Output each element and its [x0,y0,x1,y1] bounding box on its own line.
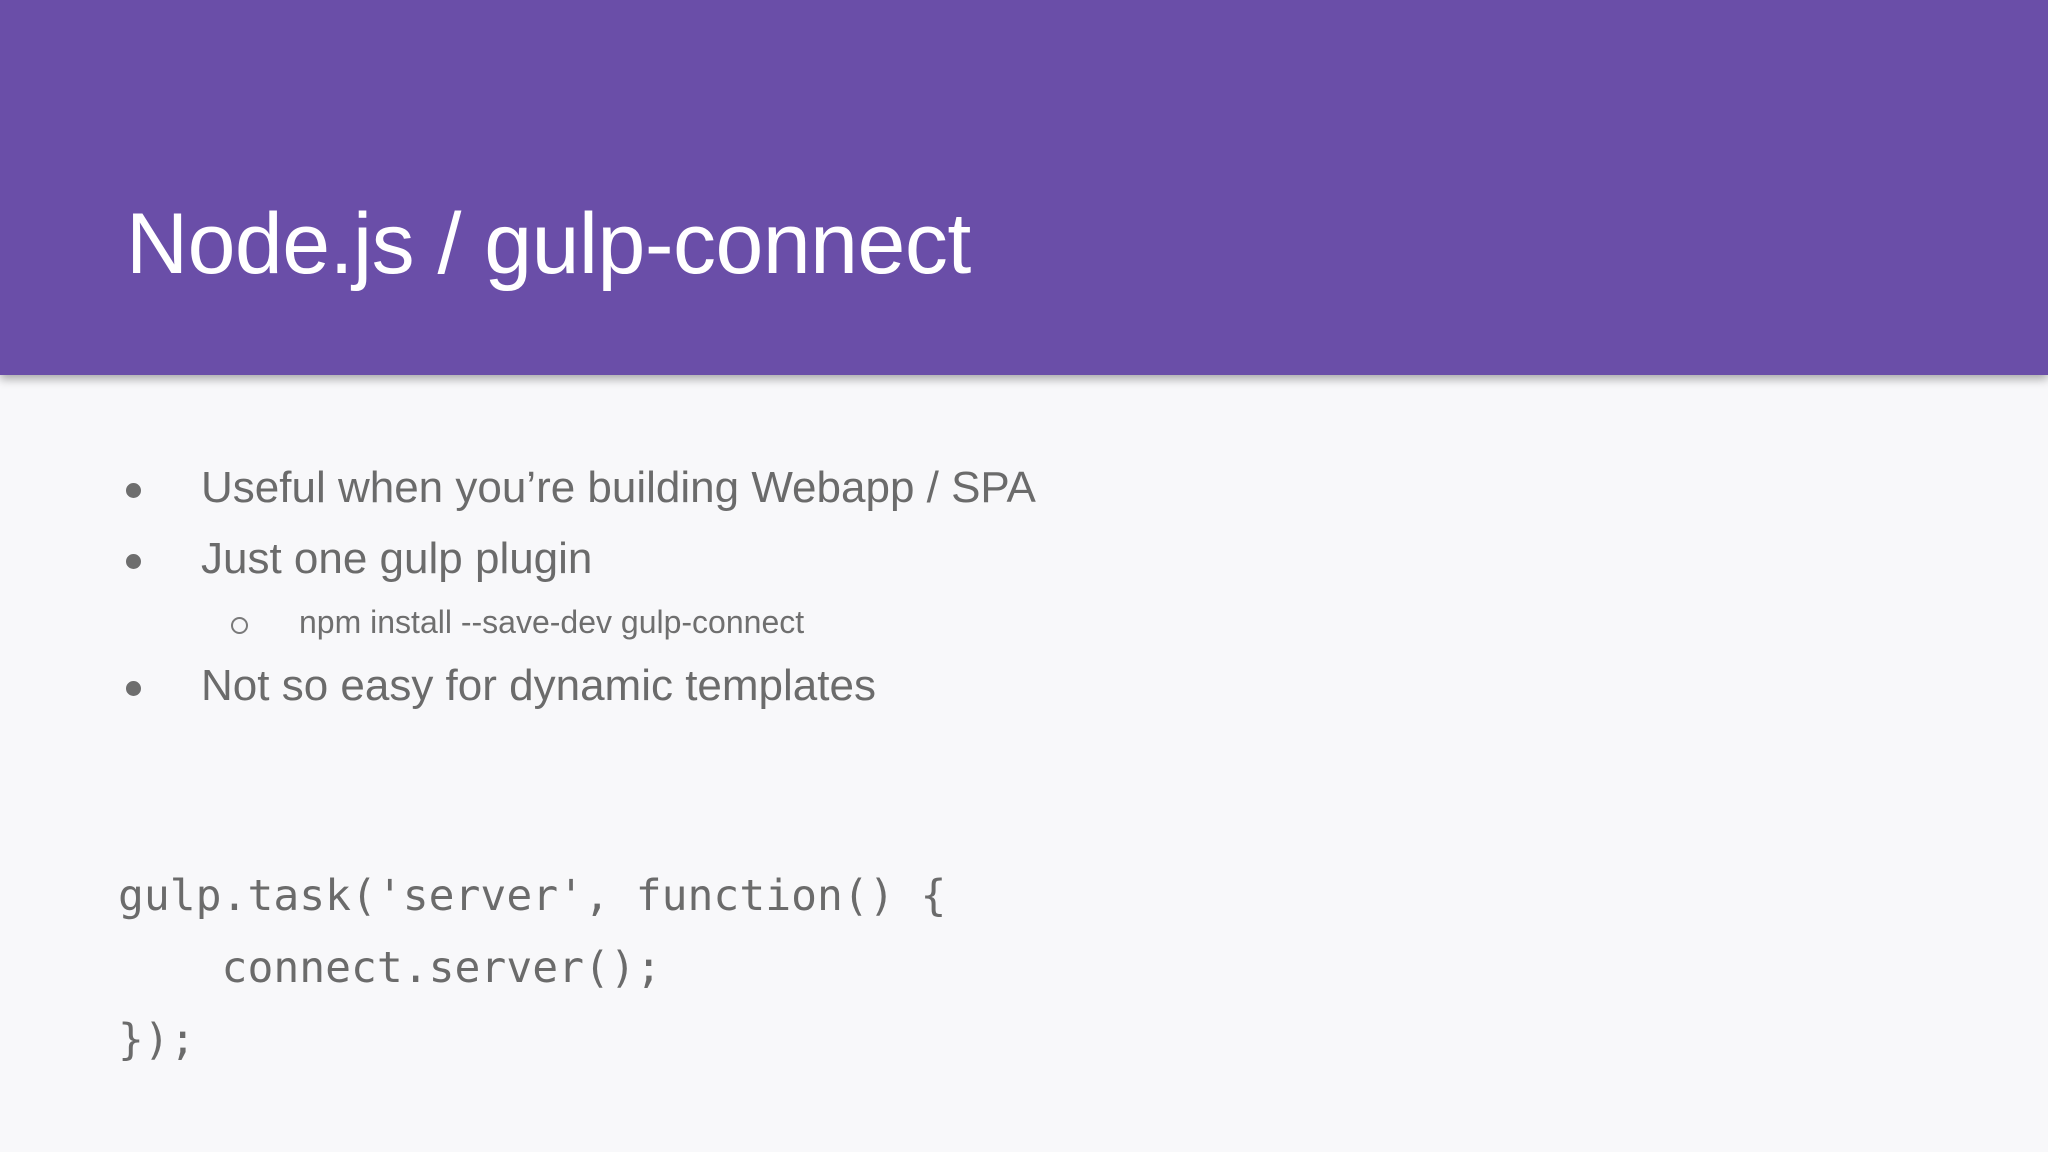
list-item: Useful when you’re building Webapp / SPA [126,458,1926,518]
list-item-sub: npm install --save-dev gulp-connect [126,600,1926,644]
code-line-2: connect.server(); [118,943,662,993]
list-item: Not so easy for dynamic templates [126,656,1926,716]
page-title: Node.js / gulp-connect [126,196,971,292]
slide-body: Useful when you’re building Webapp / SPA… [0,375,2048,1152]
bullet-disc-icon [126,664,201,708]
list-item-label: Useful when you’re building Webapp / SPA [201,463,1036,512]
list-item: Just one gulp plugin [126,529,1926,589]
bullet-circle-icon [231,609,299,639]
bullet-disc-icon [126,466,201,510]
code-line-1: gulp.task('server', function() { [118,871,947,921]
code-line-3: }); [118,1015,196,1065]
bullet-disc-icon [126,537,201,581]
title-band: Node.js / gulp-connect [0,0,2048,375]
list-item-sub-label: npm install --save-dev gulp-connect [299,604,805,640]
code-block: gulp.task('server', function() { connect… [118,860,946,1076]
bullet-list: Useful when you’re building Webapp / SPA… [126,458,1926,727]
list-item-label: Not so easy for dynamic templates [201,661,876,710]
list-item-label: Just one gulp plugin [201,534,593,583]
